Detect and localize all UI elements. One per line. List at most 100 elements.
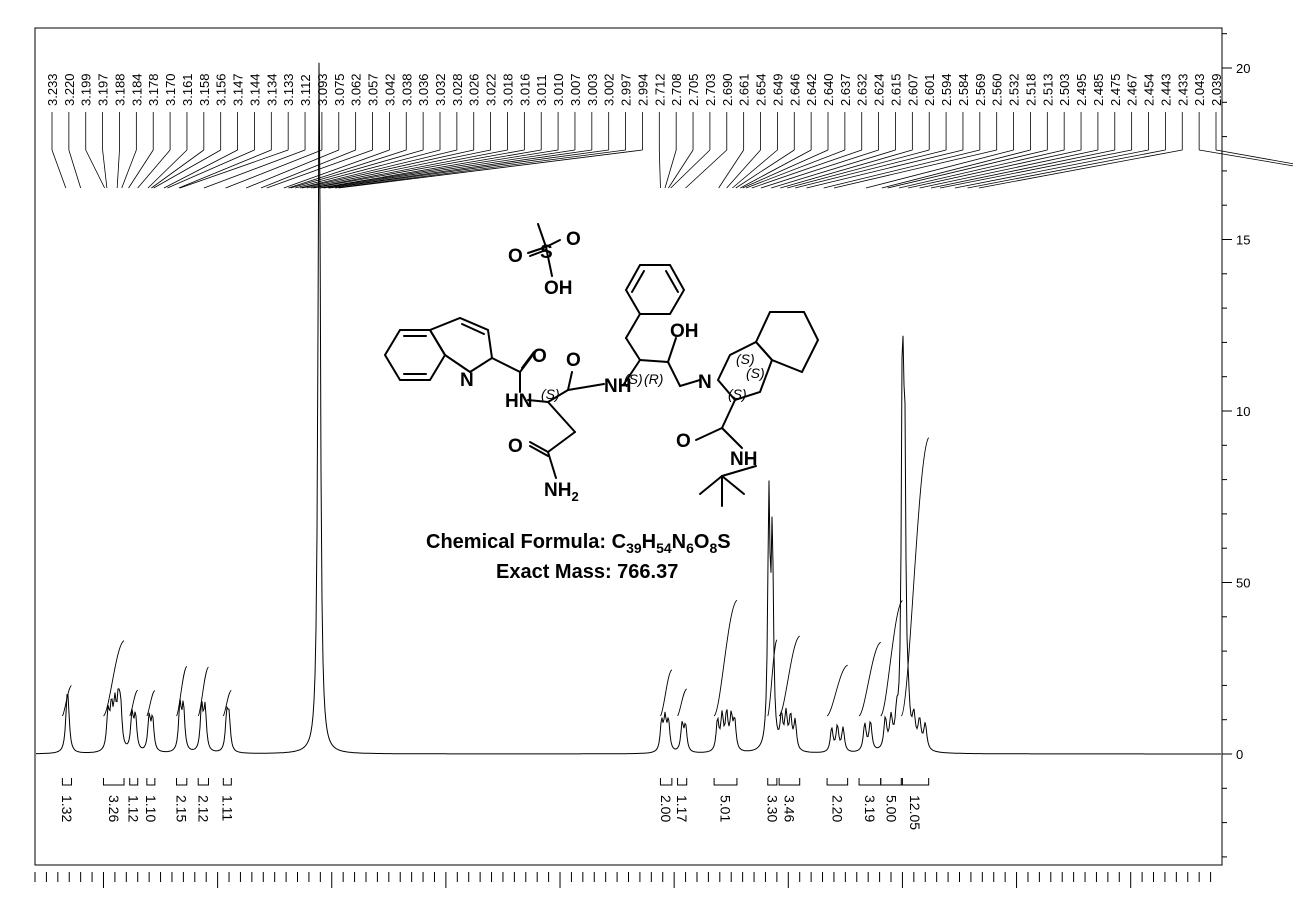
peak-label: 2.467 [1125,73,1140,106]
peak-label: 3.032 [433,73,448,106]
integral-label: 1.10 [143,795,159,822]
peak-label-connector [940,149,1132,189]
peak-label: 3.007 [568,73,583,106]
integral-curve [713,599,738,717]
peak-label-connector [306,149,491,189]
integral-curve [129,689,139,717]
atom-amide1-nh: HN [505,391,532,412]
integral-curve [858,641,882,717]
integral-label: 3.46 [781,795,797,822]
spectrum-layer [36,62,1221,755]
plot-frame-layer [34,27,1223,866]
integral-label: 5.00 [884,795,900,822]
peak-label: 2.607 [905,73,920,106]
peak-label-connector [128,149,154,189]
integral-label: 3.26 [106,795,122,822]
atom-tbu-nh: NH [730,449,757,470]
peak-label: 2.642 [804,73,819,106]
integral-curve [826,664,848,717]
peak-label: 2.503 [1057,73,1072,106]
peak-label-connector [787,149,930,189]
peak-label: 3.220 [62,73,77,106]
peak-label-connector [68,149,82,189]
integral-bracket [146,778,156,786]
peak-label-connector [85,149,105,189]
peak-label-connector [203,149,306,189]
integral-label: 1.32 [59,795,75,822]
atom-amide2-o: O [566,350,581,371]
peak-label: 2.997 [619,73,634,106]
peak-label-connector [745,149,846,189]
peak-label: 3.036 [416,73,431,106]
peak-label-connector [833,149,997,189]
peak-label-connector [881,149,1031,189]
integral-bracket [713,778,738,786]
peak-label-connector [919,149,1098,189]
peak-label: 2.646 [787,73,802,106]
integral-label: 1.17 [674,795,690,822]
integral-curve [767,639,778,717]
integral-bracket [222,778,232,786]
peak-label: 2.569 [973,73,988,106]
integral-bracket [778,778,801,786]
peak-label-connector [685,149,728,189]
peak-label-connector [167,149,255,189]
peak-label: 3.147 [231,73,246,106]
peak-label: 3.184 [129,73,144,106]
peak-label-connector [930,149,1115,189]
peak-label: 2.703 [703,73,718,106]
peak-label-connector [898,149,1065,189]
stereo-label: (R) [644,371,663,387]
peak-label-connector [153,149,221,189]
peak-label-connector [664,149,677,189]
spectrum-line [36,62,1221,755]
peak-label-connector [760,149,879,189]
integral-label: 2.12 [195,795,211,822]
peak-label: 2.615 [888,73,903,106]
integral-label: 2.00 [658,795,674,822]
peak-label: 2.708 [669,73,684,106]
peak-label: 2.518 [1023,73,1038,106]
chemical-structure [383,223,820,507]
peak-label: 3.134 [264,73,279,106]
formula-annotation: Chemical Formula: C39H54N6O8S Exact Mass… [426,531,731,583]
integral-curve [61,685,72,717]
peak-label: 2.560 [990,73,1005,106]
integral-curve [660,669,673,717]
integral-label: 2.20 [829,795,845,822]
peak-label-connector [116,149,120,189]
peak-label: 2.637 [838,73,853,106]
peak-label: 3.010 [551,73,566,106]
y-tick-label: 20 [1236,61,1250,76]
peak-label: 2.039 [1209,73,1224,106]
peak-label-connector [283,149,390,189]
peak-label-connector [319,149,542,189]
atom-quinoline-n: N [460,370,474,391]
atom-oh-acid: OH [544,278,573,299]
integral-curve [103,640,125,717]
peak-label: 2.601 [922,73,937,106]
peak-label: 2.661 [737,73,752,106]
peak-label-connector [668,149,694,189]
integral-curve [880,600,903,717]
plot-frame [34,27,1223,866]
peak-label: 3.161 [180,73,195,106]
peak-label-connector [726,149,761,189]
integral-bracket [858,778,882,786]
y-tick-label: 10 [1236,404,1250,419]
peak-label: 3.144 [247,73,262,106]
atom-o-left: O [508,246,523,267]
integral-curve [176,665,188,717]
peak-label: 3.178 [146,73,161,106]
peak-label: 3.188 [112,73,127,106]
integral-label: 12.05 [907,795,923,830]
peak-label-connector [908,149,1082,189]
stereo-label: (S) [736,351,755,367]
peak-label-connector [751,149,862,189]
peak-label: 2.712 [652,73,667,106]
peak-label-connector [163,149,238,189]
peak-label-connector [1199,149,1293,167]
integral-bracket [880,778,903,786]
